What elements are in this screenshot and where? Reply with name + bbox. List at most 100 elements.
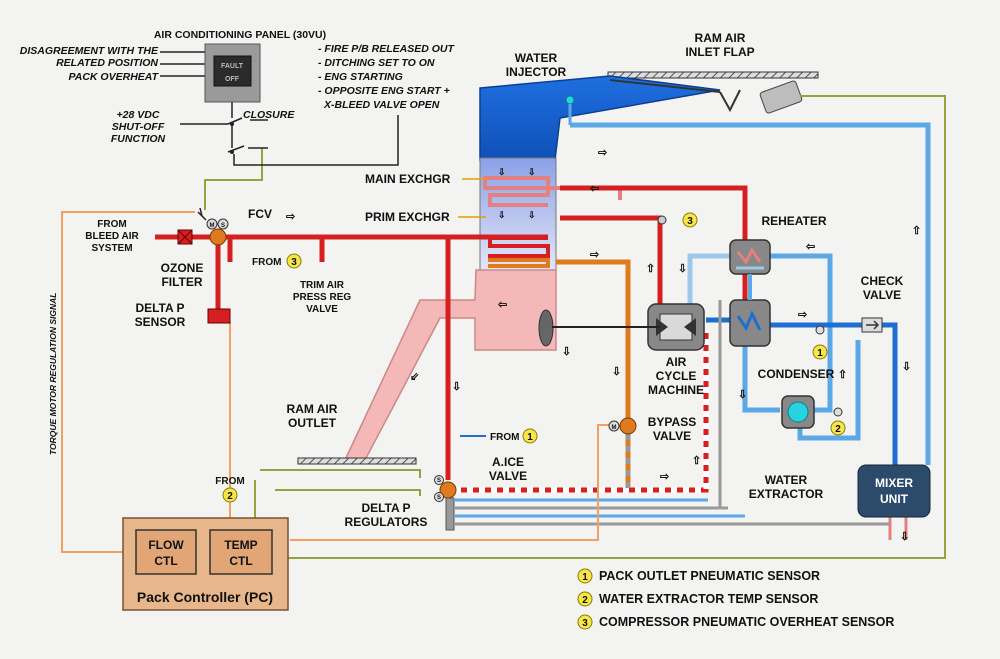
ram-inlet-label-1: RAM AIR: [695, 31, 746, 45]
svg-text:⇨: ⇨: [286, 211, 296, 223]
ram-outlet-label-1: RAM AIR: [287, 402, 338, 416]
temp-ctl-box: [209, 529, 273, 575]
from-bleed-3: SYSTEM: [91, 243, 132, 254]
delta-p-sensor: [207, 308, 231, 324]
acm-label-2: CYCLE: [656, 369, 697, 383]
air-cycle-machine: [552, 303, 705, 351]
water-extractor-label-2: EXTRACTOR: [749, 487, 824, 501]
mixer-label-2: UNIT: [880, 492, 909, 506]
legend-item-1: 1 PACK OUTLET PNEUMATIC SENSOR: [577, 568, 820, 584]
legend-item-3: 3 COMPRESSOR PNEUMATIC OVERHEAT SENSOR: [577, 614, 894, 630]
from-bleed-2: BLEED AIR: [85, 231, 139, 242]
inlet-flap-linkage: [719, 89, 741, 113]
aice-label-2: VALVE: [489, 469, 527, 483]
svg-text:⇩: ⇩: [678, 263, 687, 275]
svg-text:⇦: ⇦: [805, 241, 815, 253]
fcv-label: FCV: [248, 207, 272, 221]
flow-ctl-box: [135, 529, 197, 575]
bypass-label-2: VALVE: [653, 429, 691, 443]
vdc-label-1: +28 VDC: [117, 109, 160, 121]
temp-ctl-label-1: TEMP: [224, 538, 257, 552]
inlet-flap-actuator: [759, 80, 803, 114]
closure-label: CLOSURE: [243, 109, 295, 121]
svg-text:⇩: ⇩: [900, 531, 909, 543]
condenser-label: CONDENSER: [758, 367, 835, 381]
legend-text-2: WATER EXTRACTOR TEMP SENSOR: [599, 592, 818, 606]
badge-1-aice: 1: [522, 428, 538, 444]
svg-text:⇩: ⇩: [528, 167, 536, 177]
svg-text:⇨: ⇨: [798, 309, 808, 321]
svg-text:⇧: ⇧: [646, 263, 655, 275]
panel-input-1: DISAGREEMENT WITH THE: [20, 45, 159, 57]
check-valve-arrow-icon: [866, 320, 880, 330]
svg-text:3: 3: [291, 257, 297, 268]
fcv-s-label: S: [221, 223, 225, 229]
delta-p-regulator-block: [445, 497, 455, 531]
svg-text:⇧: ⇧: [838, 369, 847, 381]
water-injector-label-2: INJECTOR: [506, 65, 567, 79]
badge-3-fcv: 3: [286, 253, 302, 269]
flow-ctl-label-1: FLOW: [148, 538, 184, 552]
inlet-skin: [607, 71, 819, 79]
delta-p-sensor-label-1: DELTA P: [135, 301, 184, 315]
trim-label-1: TRIM AIR: [300, 280, 345, 291]
svg-text:⇦: ⇦: [589, 183, 599, 195]
off-text: OFF: [225, 76, 240, 83]
acm-label-1: AIR: [666, 355, 687, 369]
warm-line: [556, 259, 631, 488]
legend-item-2: 2 WATER EXTRACTOR TEMP SENSOR: [577, 591, 818, 607]
svg-text:3: 3: [687, 216, 693, 227]
switch-wiring: [160, 51, 399, 166]
control-signal-lines: [61, 211, 610, 553]
from-bleed-1: FROM: [97, 219, 126, 230]
from2-label: FROM: [215, 476, 244, 487]
torque-signal-label: TORQUE MOTOR REGULATION SIGNAL: [48, 293, 58, 455]
bypass-m-label: M: [612, 425, 617, 431]
badge-2-extractor: 2: [830, 420, 846, 436]
vdc-label-3: FUNCTION: [111, 133, 166, 145]
pack-controller-title: Pack Controller (PC): [137, 589, 273, 605]
water-extractor-label-1: WATER: [765, 473, 808, 487]
svg-text:⇩: ⇩: [612, 366, 621, 378]
legend: 1 PACK OUTLET PNEUMATIC SENSOR 2 WATER E…: [577, 568, 894, 630]
check-valve-label-1: CHECK: [861, 274, 904, 288]
svg-text:⇨: ⇨: [598, 147, 608, 159]
ozone-filter-cross-icon: [177, 229, 193, 245]
condition-5: X-BLEED VALVE OPEN: [323, 99, 440, 111]
from3-label: FROM: [252, 257, 281, 268]
fault-off-button[interactable]: [213, 55, 252, 87]
temp-ctl-label-2: CTL: [229, 554, 252, 568]
flow-ctl-label-2: CTL: [154, 554, 177, 568]
bypass-valve[interactable]: [619, 417, 637, 435]
svg-text:1: 1: [527, 432, 533, 443]
cold-lines: [570, 122, 931, 465]
bypass-label-1: BYPASS: [648, 415, 696, 429]
condition-4: - OPPOSITE ENG START +: [318, 85, 450, 97]
legend-text-3: COMPRESSOR PNEUMATIC OVERHEAT SENSOR: [599, 615, 894, 629]
svg-text:⇩: ⇩: [498, 167, 506, 177]
badge-3-compressor: 3: [682, 212, 698, 228]
aice-label-1: A.ICE: [492, 455, 524, 469]
panel-input-3: PACK OVERHEAT: [69, 71, 160, 83]
fcv-valve[interactable]: [206, 218, 229, 246]
fcv-m-label: M: [210, 223, 215, 229]
bypass-motor: [608, 420, 620, 432]
delta-p-reg-label-2: REGULATORS: [345, 515, 428, 529]
mixer-label-1: MIXER: [875, 476, 913, 490]
water-injector-nozzle: [565, 95, 575, 105]
svg-text:⇧: ⇧: [912, 225, 921, 237]
acm-label-3: MACHINE: [648, 383, 704, 397]
legend-num-2: 2: [582, 595, 588, 606]
outlet-skin: [297, 457, 417, 465]
compressor-sensor-port: [657, 215, 667, 225]
fault-text: FAULT: [221, 63, 244, 70]
svg-text:⇩: ⇩: [562, 346, 571, 358]
svg-text:⇙: ⇙: [410, 371, 419, 383]
ozone-label-2: FILTER: [161, 275, 202, 289]
svg-text:⇩: ⇩: [498, 210, 506, 220]
pack-outlet-sensor-port: [815, 325, 825, 335]
svg-text:⇦: ⇦: [497, 299, 507, 311]
lower-manifold-lines: [455, 300, 908, 540]
mixer-unit: [857, 464, 931, 518]
water-extractor-swirl-icon: [787, 401, 809, 423]
